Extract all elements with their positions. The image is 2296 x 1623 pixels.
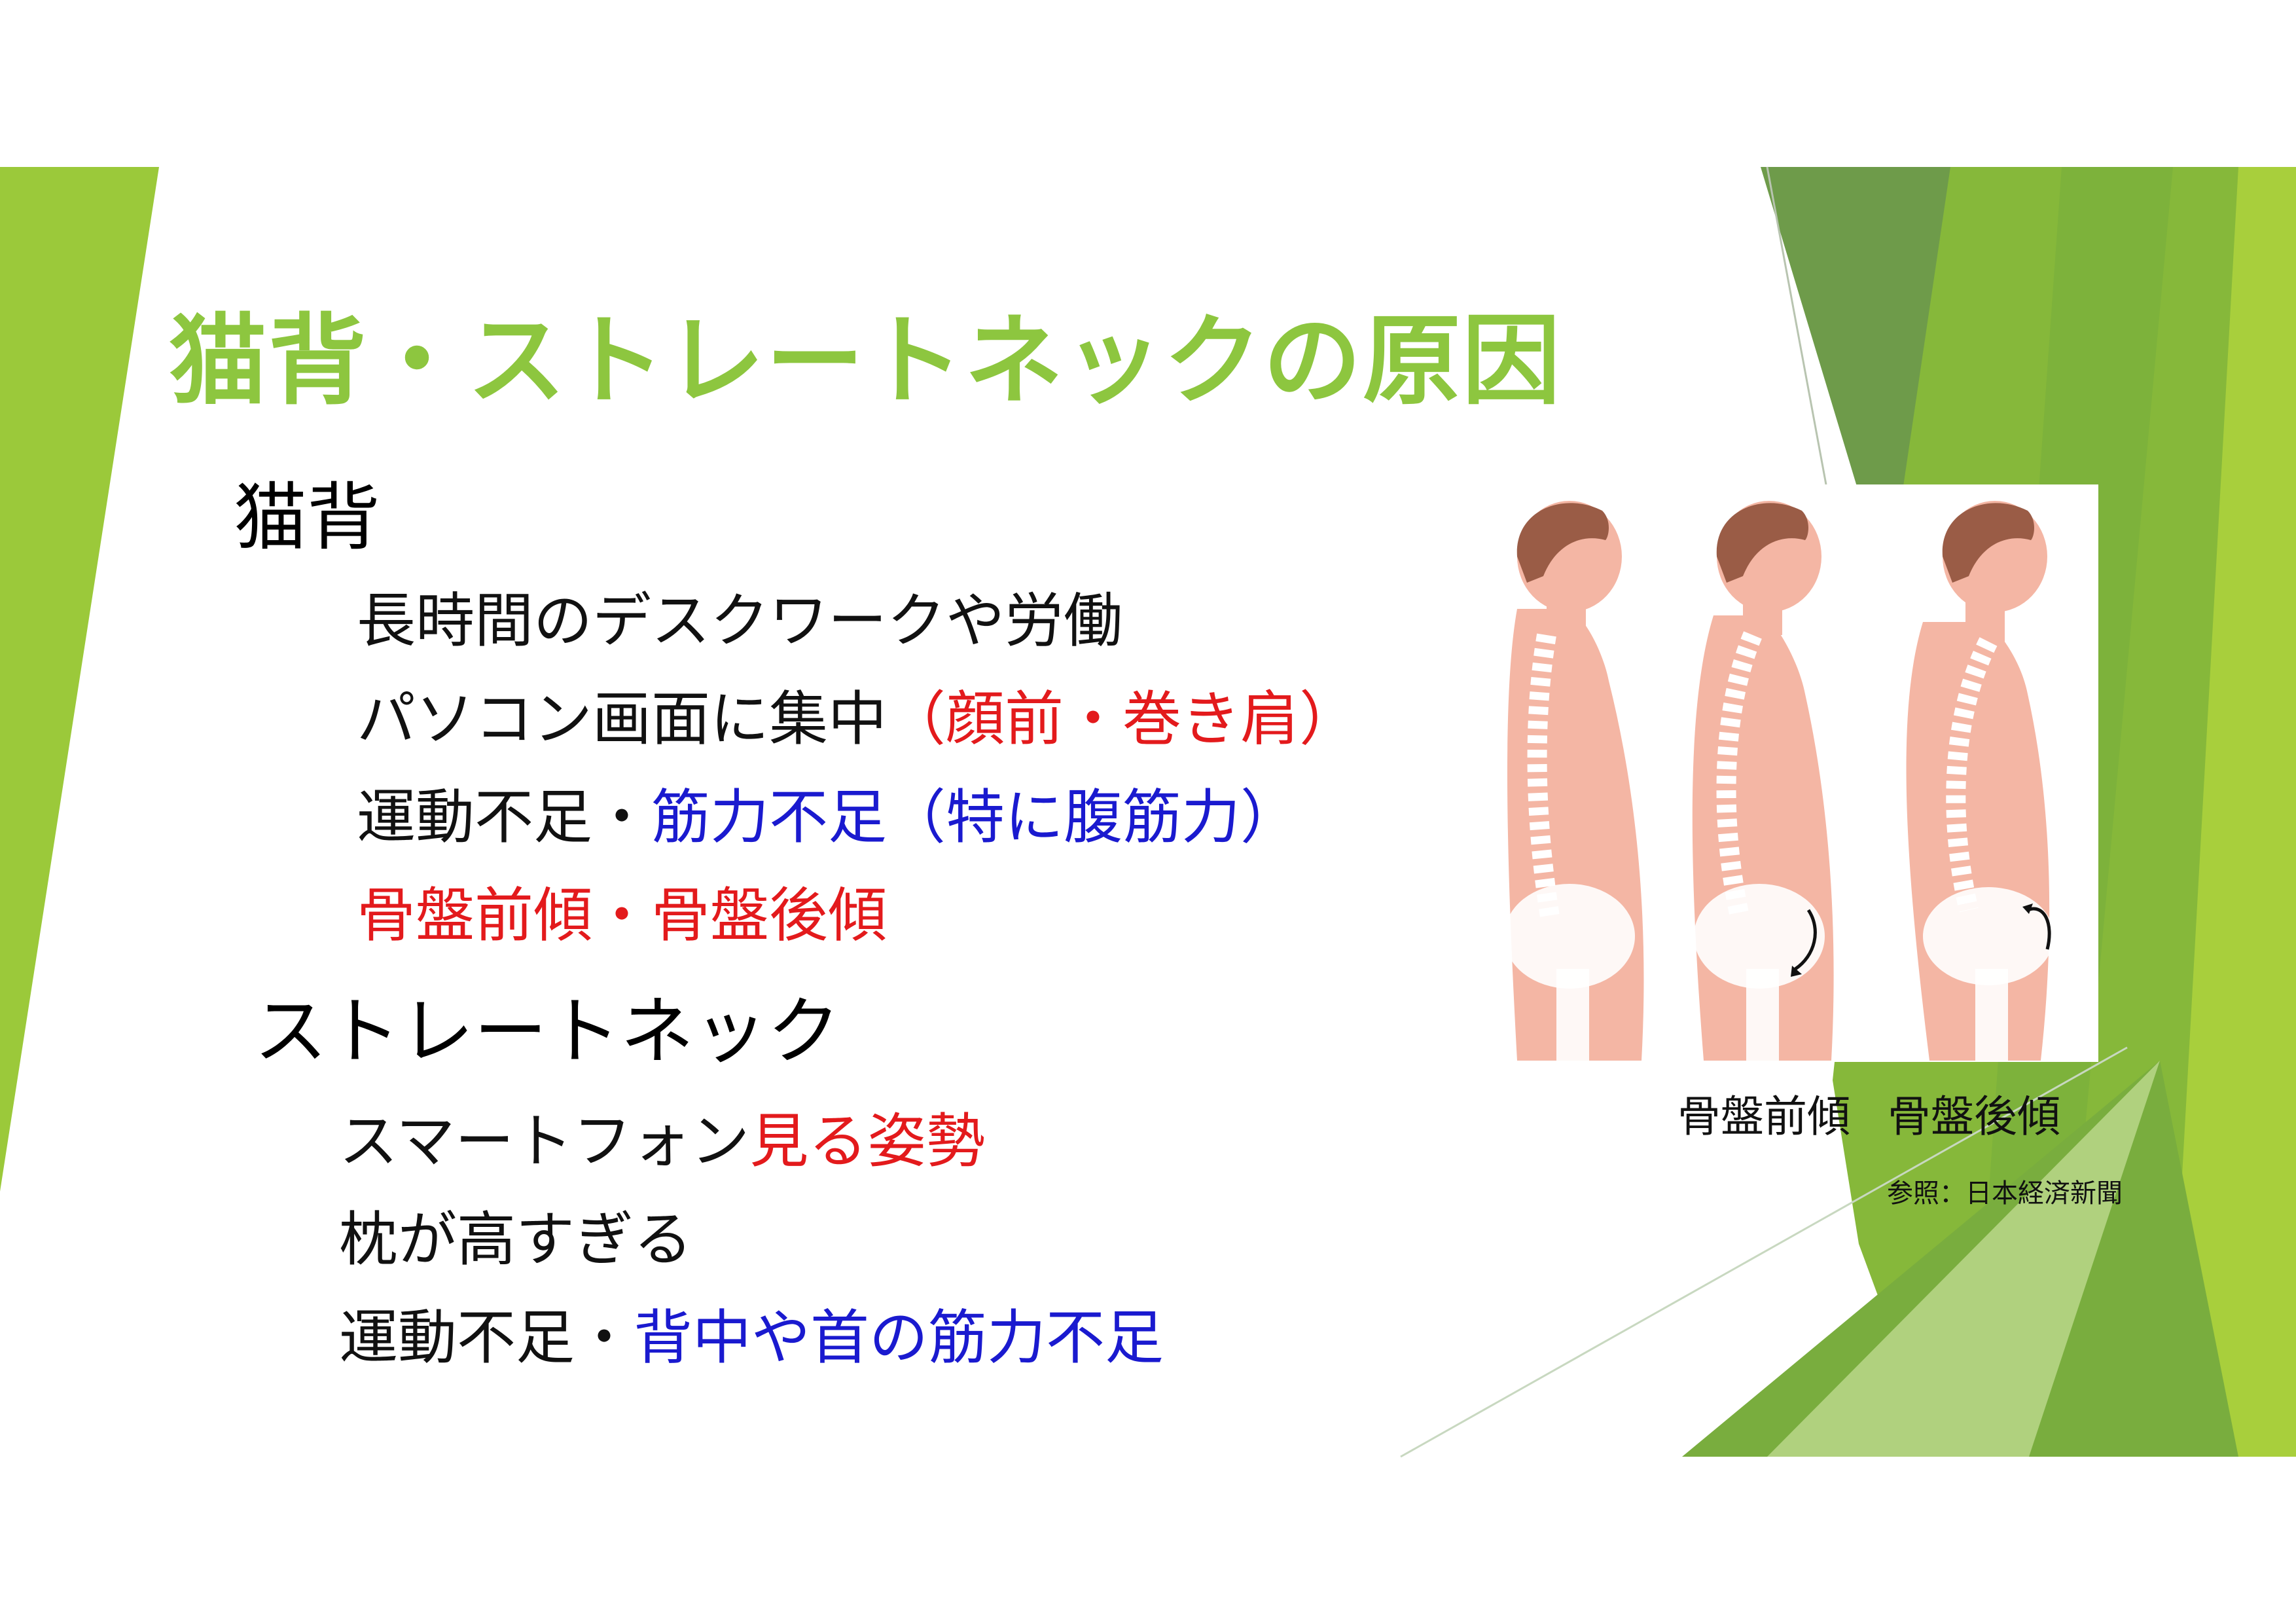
list-item: 運動不足・背中や首の筋力不足: [339, 1290, 1164, 1375]
list-item-text: 長時間のデスクワークや労働: [357, 587, 1122, 655]
reference-note: 参照：日本経済新聞: [1887, 1178, 2123, 1209]
slide-title: 猫背・ストレートネックの原因: [169, 304, 1562, 418]
left-green-band: [0, 167, 159, 1192]
section-heading-straight-neck: ストレートネック: [254, 989, 840, 1074]
list-item-text: スマートフォン: [339, 1107, 750, 1176]
posture-illustration: [1478, 484, 2098, 1062]
spine-figures: [1504, 501, 2054, 1061]
thin-accent-line: [1400, 1046, 2128, 1458]
list-item-text: 運動不足・: [357, 783, 651, 852]
figure-normal-posture: [1504, 501, 1644, 1061]
right-lime-stripe: [2166, 167, 2296, 1457]
list-item-highlight-blue: 筋力不足（特に腹筋力）: [651, 783, 1299, 852]
figure-pelvis-anterior-tilt: [1906, 501, 2054, 1061]
list-item: 骨盤前傾・骨盤後傾: [357, 867, 887, 953]
list-item-highlight-red: （顔前・巻き肩）: [887, 685, 1358, 754]
caption-anterior-tilt: 骨盤前傾: [1677, 1091, 1850, 1142]
list-item-highlight-blue: 背中や首の筋力不足: [634, 1304, 1164, 1372]
list-item: 長時間のデスクワークや労働: [357, 573, 1122, 658]
list-item-highlight-red: 骨盤前傾・骨盤後傾: [357, 881, 887, 950]
list-item-highlight-red: 見る姿勢: [749, 1107, 986, 1176]
section-heading-nekoze: 猫背: [234, 475, 380, 560]
list-item-text: パソコン画面に集中: [357, 685, 887, 754]
thin-accent-line-2: [1766, 166, 1827, 485]
caption-posterior-tilt: 骨盤後傾: [1888, 1091, 2060, 1142]
figure-pelvis-posterior-tilt: [1692, 501, 1834, 1061]
bottom-pale-wedge: [1767, 1061, 2160, 1457]
list-item: 運動不足・筋力不足（特に腹筋力）: [357, 769, 1299, 854]
list-item: 枕が高すぎる: [339, 1192, 692, 1277]
list-item: スマートフォン見る姿勢: [339, 1093, 985, 1178]
list-item: パソコン画面に集中（顔前・巻き肩）: [357, 671, 1358, 756]
list-item-text: 運動不足・: [339, 1304, 634, 1372]
list-item-text: 枕が高すぎる: [339, 1205, 692, 1274]
